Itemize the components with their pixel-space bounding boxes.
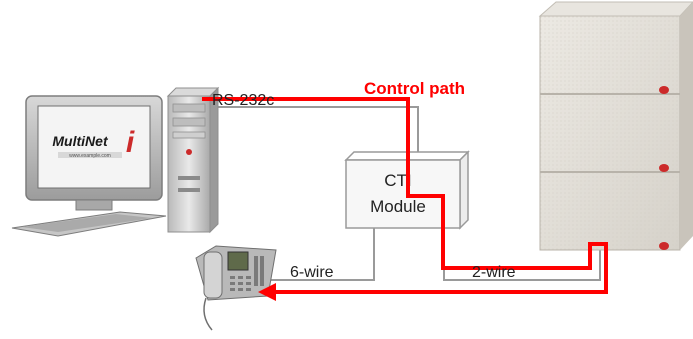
pbx-logo [659,86,669,94]
cti-label-line2: Module [370,197,426,216]
pbx-logo [659,242,669,250]
desk-phone-icon [195,245,277,331]
monitor-screen [37,105,151,189]
six-wire-line [268,228,375,281]
rs232-wire [200,106,419,152]
control-path [202,97,608,301]
desktop-computer-icon: MultiNet i www.example.com [11,86,220,237]
control-path-label: Control path [364,79,465,98]
pc-keyboard [11,211,167,237]
monitor-brand-text: MultiNet [52,133,109,149]
pbx-cabinet-icon [538,1,693,251]
two-wire-label: 2-wire [472,264,516,281]
phone-display [227,251,249,271]
control-path-arrowhead [258,283,276,301]
monitor-tagline: www.example.com [69,153,111,159]
pbx-logo [659,164,669,172]
pc-monitor: MultiNet i www.example.com [25,95,163,211]
rs232-label: RS-232c [212,92,274,109]
monitor-brand-i: i [126,126,135,159]
six-wire-label: 6-wire [290,264,334,281]
phone-handset [203,251,223,299]
cti-label-line1: CTI [384,171,411,190]
phone-cord [203,297,213,331]
pc-tower [166,86,220,234]
